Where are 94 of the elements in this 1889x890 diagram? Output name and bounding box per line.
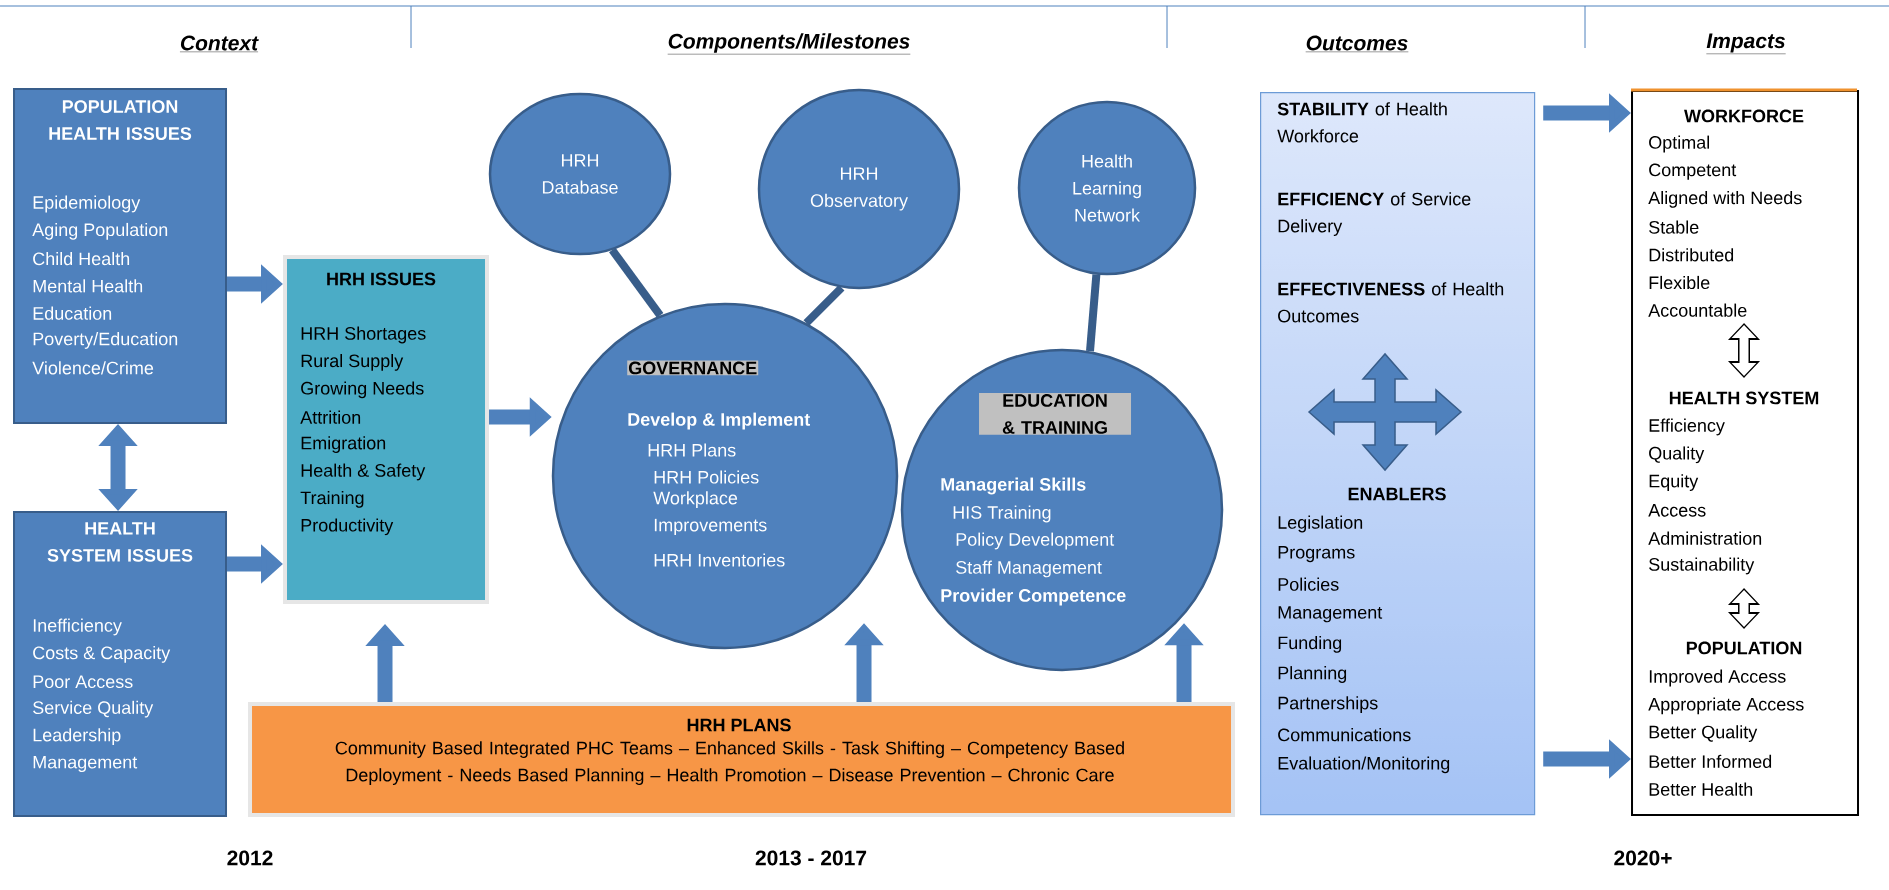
connector-bar xyxy=(609,247,664,318)
list-item: Appropriate Access xyxy=(1648,697,1804,715)
box-heading: HRH PLANS xyxy=(687,718,791,732)
list-item: Programs xyxy=(1278,546,1355,563)
list-item: Health & Safety xyxy=(301,463,426,481)
list-item: Poverty/Education xyxy=(33,332,178,349)
list-item: Management xyxy=(33,755,138,773)
list-item: Rural Supply xyxy=(301,354,404,371)
box-heading: POPULATION HEALTH ISSUES xyxy=(49,100,192,140)
outcome-panel xyxy=(1260,92,1536,816)
list-item: Aging Population xyxy=(32,222,168,240)
list-item: HRH Policies xyxy=(654,470,759,484)
year-label: 2013 - 2017 xyxy=(755,850,867,866)
list-item: HRH Plans xyxy=(648,443,736,457)
topic-circle xyxy=(488,92,672,256)
issue-box xyxy=(283,255,489,604)
list-item: Management xyxy=(1278,606,1383,623)
subheading: Develop & Implement xyxy=(628,412,810,430)
list-item: HRH Inventories xyxy=(654,553,785,567)
plan-banner xyxy=(248,702,1235,817)
list-item: HRH Shortages xyxy=(301,326,426,344)
section-heading: WORKFORCE xyxy=(1684,109,1804,123)
list-item: Quality xyxy=(1649,446,1705,464)
column-heading: Outcomes xyxy=(1305,35,1409,53)
list-item: Planning xyxy=(1278,666,1347,683)
circle-label: HRH Database xyxy=(542,154,618,194)
outcome-statement: EFFECTIVENESS of Health Outcomes xyxy=(1278,282,1504,323)
list-item: Flexible xyxy=(1649,275,1710,290)
year-label: 2012 xyxy=(227,850,273,866)
plan-text: Community Based Integrated PHC Teams – Enhanced Skills - Task Shifting – Competency Based Deployment - Needs Based Planning – Health Promotion – Disease Prevention – Chronic Care xyxy=(335,741,1124,785)
list-item: Service Quality xyxy=(33,700,154,718)
column-heading: Impacts xyxy=(1706,33,1786,54)
list-item: Inefficiency xyxy=(33,618,122,636)
list-item: Child Health xyxy=(33,252,130,266)
list-item: Better Informed xyxy=(1649,754,1772,768)
component-circle xyxy=(551,302,899,650)
list-item: Evaluation/Monitoring xyxy=(1278,756,1450,774)
list-item: Growing Needs xyxy=(301,381,424,399)
list-item: Improved Access xyxy=(1649,669,1786,687)
box-heading: ENABLERS xyxy=(1348,487,1446,501)
list-item: Poor Access xyxy=(33,675,133,689)
list-item: Funding xyxy=(1278,636,1342,653)
circle-label: Health Learning Network xyxy=(1073,154,1141,222)
issue-box xyxy=(13,511,227,817)
component-circle xyxy=(900,348,1224,672)
list-item: Costs & Capacity xyxy=(33,646,171,663)
outcome-statement: STABILITY of Health Workforce xyxy=(1277,102,1447,143)
impact-panel xyxy=(1631,88,1859,816)
list-item: Attrition xyxy=(300,410,361,424)
list-item: Competent xyxy=(1649,163,1737,180)
list-item: Violence/Crime xyxy=(32,361,154,375)
list-item: Efficiency xyxy=(1649,418,1725,436)
list-item: Policies xyxy=(1278,577,1339,591)
list-item: Leadership xyxy=(33,728,121,745)
list-item: Training xyxy=(300,491,364,508)
list-item: Access xyxy=(1648,504,1706,517)
list-item: Mental Health xyxy=(33,279,143,293)
section-heading: HEALTH SYSTEM xyxy=(1669,391,1819,405)
section-heading: POPULATION xyxy=(1686,641,1802,655)
issue-box xyxy=(13,88,227,424)
list-item: Education xyxy=(33,306,112,320)
list-item: Workplace Improvements xyxy=(653,491,767,535)
connector-bar xyxy=(803,284,845,326)
list-item: Partnerships xyxy=(1278,696,1378,713)
list-item: Sustainability xyxy=(1649,557,1755,575)
list-item: Legislation xyxy=(1278,515,1363,533)
highlighted-heading: EDUCATION & TRAINING xyxy=(979,393,1131,435)
list-item: Policy Development xyxy=(956,532,1115,550)
outcome-statement: EFFICIENCY of Service Delivery xyxy=(1278,192,1471,236)
subheading: Provider Competence xyxy=(941,588,1126,606)
list-item: HIS Training xyxy=(953,505,1051,523)
circle-label: HRH Observatory xyxy=(810,167,908,211)
topic-circle xyxy=(1017,100,1197,276)
list-item: Staff Management xyxy=(956,560,1102,578)
subheading: Managerial Skills xyxy=(941,477,1086,495)
list-item: Productivity xyxy=(301,518,394,536)
year-label: 2020+ xyxy=(1614,850,1672,866)
list-item: Optimal xyxy=(1649,135,1709,153)
list-item: Epidemiology xyxy=(33,195,141,213)
list-item: Stable xyxy=(1649,220,1699,234)
column-heading: Components/Milestones xyxy=(667,33,911,55)
box-heading: HEALTH SYSTEM ISSUES xyxy=(47,522,193,562)
list-item: Equity xyxy=(1649,474,1699,491)
box-heading: HRH ISSUES xyxy=(327,272,436,286)
list-item: Aligned with Needs xyxy=(1648,191,1802,208)
column-heading: Context xyxy=(179,35,259,53)
list-item: Distributed xyxy=(1649,248,1734,262)
list-item: Administration xyxy=(1648,531,1762,545)
list-item: Better Health xyxy=(1649,782,1753,796)
list-item: Accountable xyxy=(1648,303,1747,317)
list-item: Emigration xyxy=(301,436,386,453)
list-item: Communications xyxy=(1278,728,1411,742)
topic-circle xyxy=(757,88,961,290)
list-item: Better Quality xyxy=(1649,725,1758,742)
